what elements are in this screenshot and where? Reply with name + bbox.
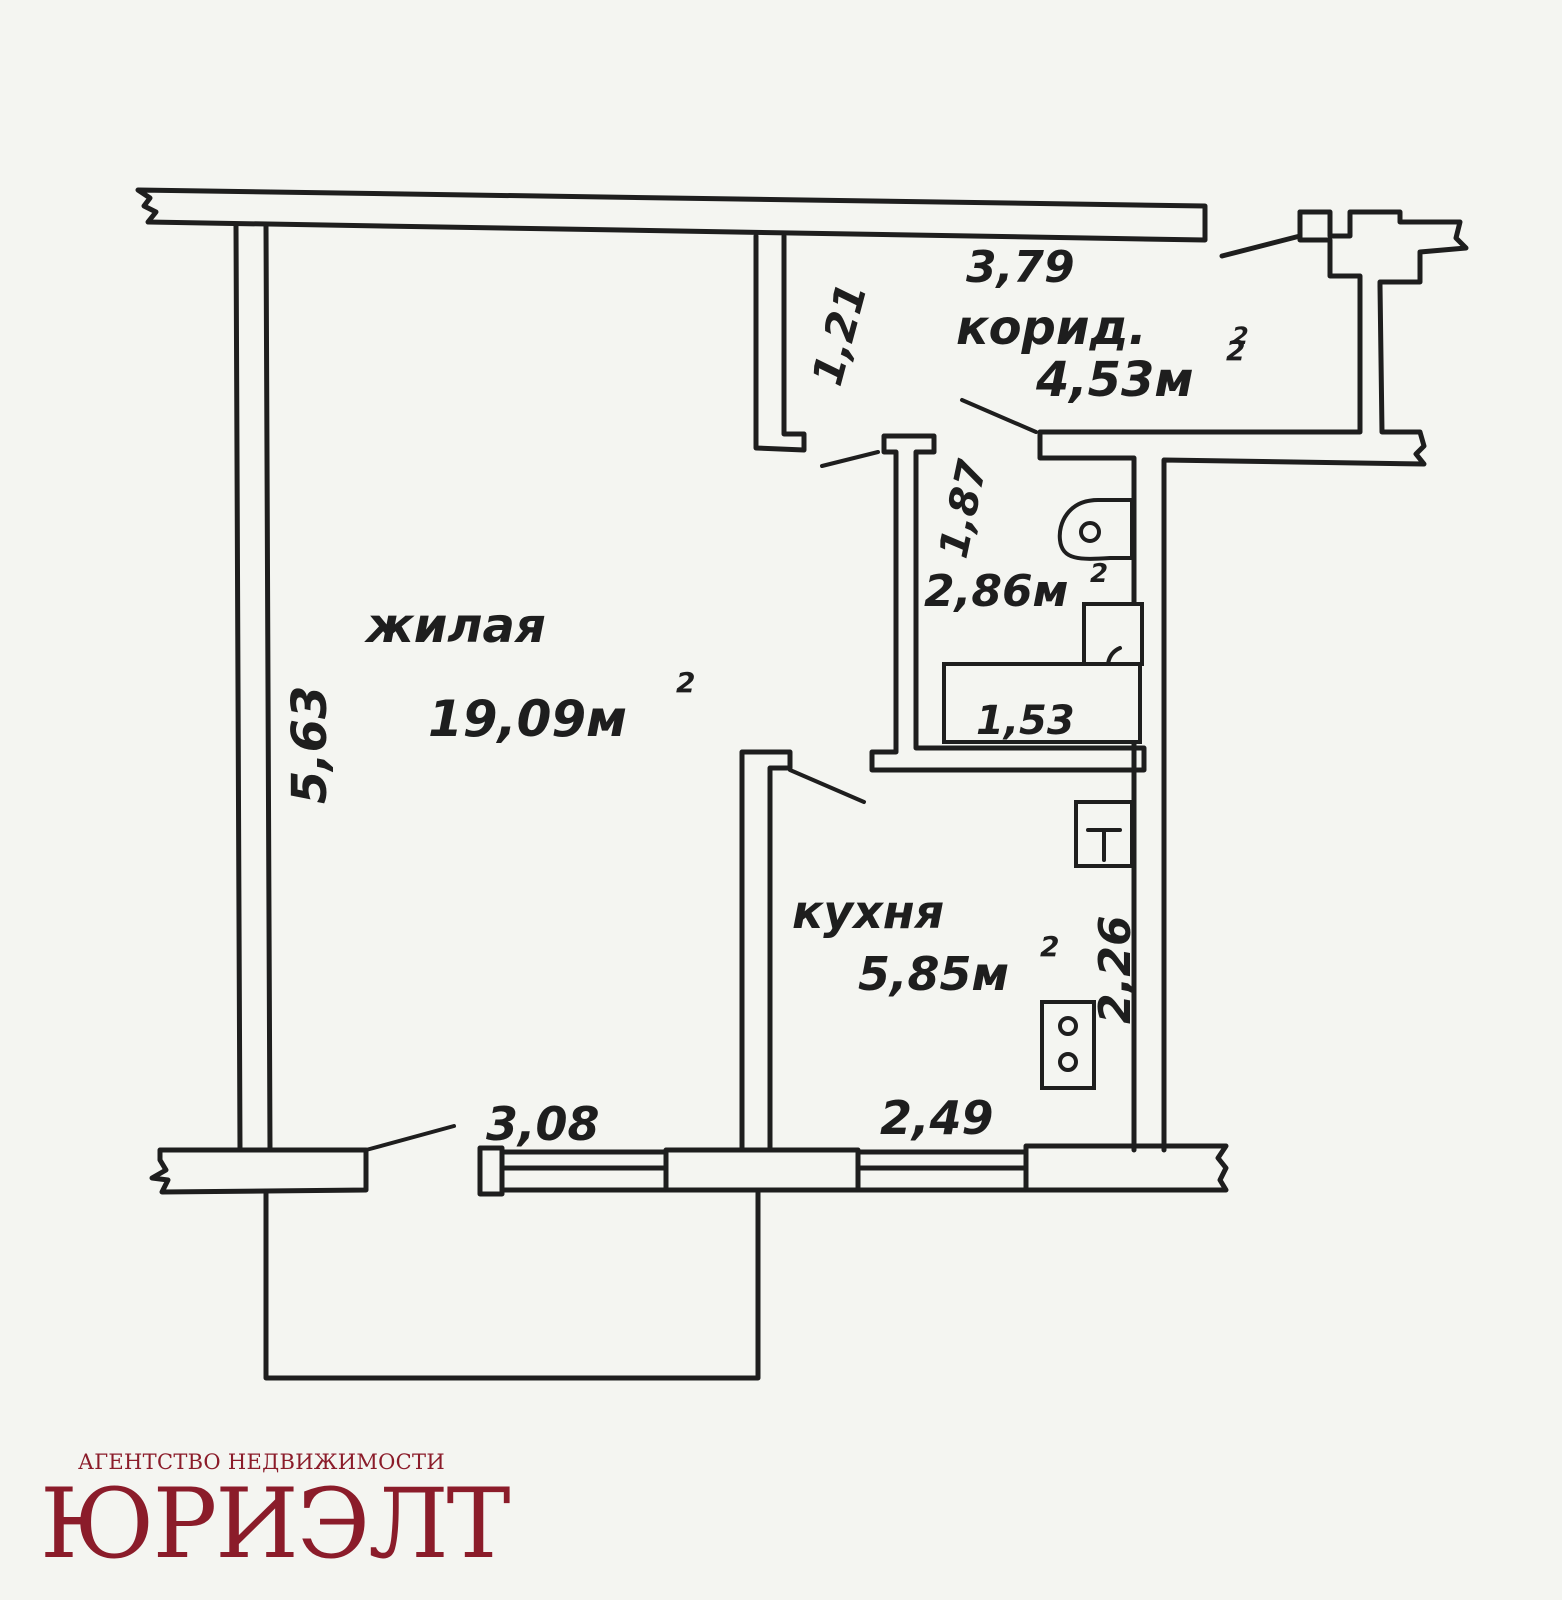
- dimension-living-width: 3,08: [486, 1097, 600, 1151]
- wall-bathroom: [869, 433, 1147, 773]
- corridor-area-sup: 2: [1226, 334, 1245, 367]
- living-room-name: жилая: [364, 598, 546, 654]
- wall-corridor-partition: [753, 233, 880, 468]
- wall-corridor-right: [960, 209, 1469, 1153]
- wall-left: [233, 223, 273, 1153]
- dimension-kitchen-height: 2,26: [1090, 915, 1141, 1024]
- bathtub-fixture: [942, 662, 1142, 744]
- bathroom-area: 2,86м: [924, 566, 1069, 617]
- dimension-kitchen-width: 2,49: [880, 1091, 994, 1145]
- wall-top: [135, 187, 1208, 243]
- stove-fixture: [1040, 1000, 1096, 1090]
- dimension-bathroom-height: 1,87: [931, 456, 997, 562]
- corridor-name-sup: 2: [1232, 322, 1249, 350]
- dimension-bath-length: 1,53: [976, 698, 1075, 744]
- agency-tagline: АГЕНТСТВО НЕДВИЖИМОСТИ: [78, 1450, 445, 1474]
- agency-name: ЮРИЭЛТ: [40, 1468, 510, 1580]
- corridor-name: корид.: [956, 300, 1147, 356]
- living-room-area-sup: 2: [676, 666, 695, 699]
- dimension-corridor-width: 3,79: [966, 242, 1075, 293]
- water-heater-fixture: [1074, 800, 1134, 868]
- kitchen-area-sup: 2: [1040, 930, 1059, 963]
- kitchen-name: кухня: [792, 885, 944, 939]
- balcony-outline: [263, 1189, 761, 1381]
- living-room-area: 19,09м: [428, 690, 627, 748]
- bathroom-area-sup: 2: [1090, 559, 1108, 589]
- dimension-living-height: 5,63: [282, 686, 338, 804]
- dimension-corridor-depth: 1,21: [802, 278, 876, 391]
- wall-bottom: [149, 1124, 1229, 1197]
- agency-logo: АГЕНТСТВО НЕДВИЖИМОСТИ ЮРИЭЛТ: [40, 1450, 510, 1580]
- corridor-area: 4,53м: [1035, 352, 1194, 408]
- wall-kitchen-left: [739, 749, 866, 1153]
- toilet-fixture: [1057, 498, 1134, 561]
- kitchen-area: 5,85м: [858, 947, 1009, 1001]
